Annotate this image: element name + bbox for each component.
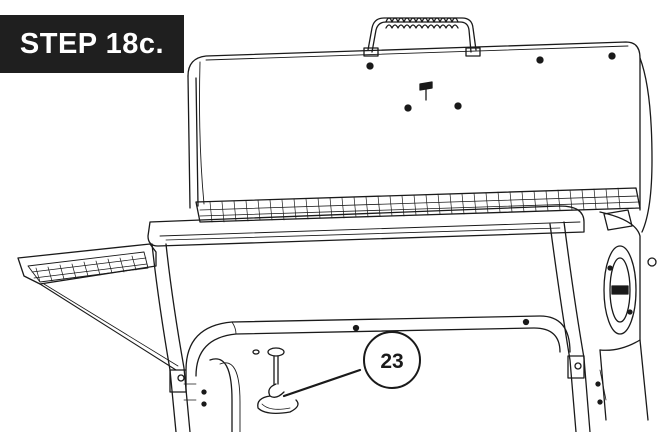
side-shelf xyxy=(17,243,179,371)
lid-handle xyxy=(363,17,481,57)
part-number-label: 23 xyxy=(380,350,403,373)
callout-leader-line xyxy=(282,368,362,398)
part-callout: 23 xyxy=(363,331,421,389)
hook-part-23 xyxy=(252,347,299,414)
grill-lid xyxy=(187,41,653,233)
front-shelf xyxy=(147,205,585,247)
firebox-side xyxy=(599,209,657,421)
cart-frame xyxy=(151,221,607,432)
step-label: STEP 18c. xyxy=(0,15,184,73)
warming-grate xyxy=(195,187,641,223)
